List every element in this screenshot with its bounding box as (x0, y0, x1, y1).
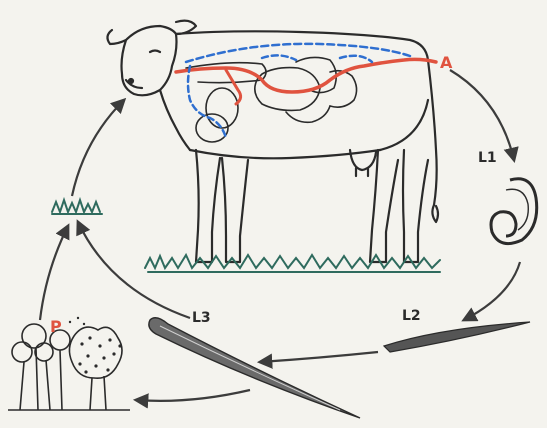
arrow-l3-to-grass (78, 222, 190, 318)
label-p: P (50, 317, 62, 336)
trees-illustration (8, 324, 130, 410)
l2-larva (384, 322, 530, 352)
cow-organs (186, 57, 357, 142)
blue-circulation-path (186, 44, 410, 62)
arrow-to-l2 (464, 262, 520, 320)
grass-patch (145, 255, 440, 272)
red-side-path (226, 70, 241, 104)
arrow-to-trees (136, 390, 250, 401)
label-l1: L1 (478, 150, 497, 166)
label-l2: L2 (402, 308, 421, 324)
arrow-grass-to-cow (72, 100, 124, 196)
grass-tuft (52, 200, 102, 214)
arrow-to-grass-left (40, 226, 68, 320)
arrow-l2-to-l3 (260, 352, 378, 362)
arrow-to-l1 (450, 70, 514, 160)
tree-speckles (69, 317, 122, 374)
label-a: A (440, 53, 453, 72)
label-l3: L3 (192, 310, 211, 326)
cycle-arrows (40, 70, 520, 401)
l1-coiled-larva (491, 179, 537, 244)
blue-lower-path (262, 55, 372, 62)
l3-larva (149, 318, 360, 418)
